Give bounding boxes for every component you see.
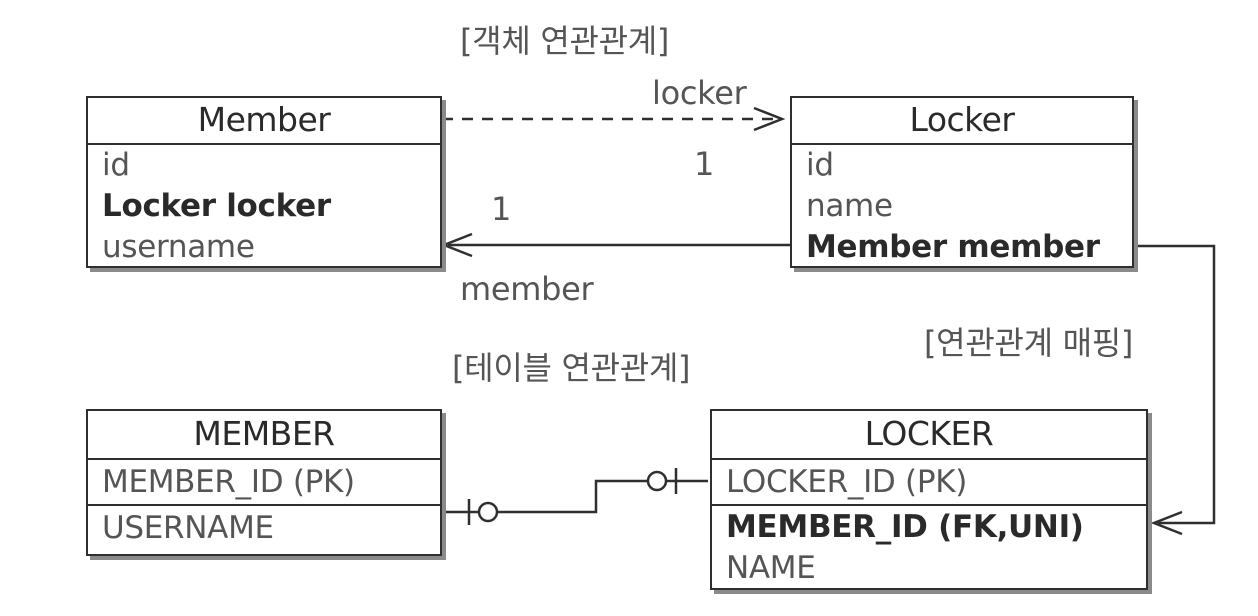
table-relation-title: [테이블 연관관계] <box>452 349 691 387</box>
member-field-id: id <box>102 147 130 183</box>
member-side-circle <box>477 501 499 523</box>
locker-entity-header: Locker <box>792 98 1132 145</box>
locker-field-member: Member member <box>806 229 1100 265</box>
mapping-title: [연관관계 매핑] <box>924 324 1134 362</box>
member-table-header: MEMBER <box>88 411 440 460</box>
mapping-connector-line <box>1136 244 1216 525</box>
member-field-username: username <box>102 229 255 265</box>
member-role-label: member <box>460 270 594 308</box>
locker-field-id: id <box>806 147 834 183</box>
locker-side-circle <box>646 470 668 492</box>
member-entity-box: Member id Locker locker username <box>86 96 442 268</box>
locker-role-label: locker <box>652 74 747 112</box>
locker-entity-box: Locker id name Member member <box>790 96 1134 268</box>
locker-table-header: LOCKER <box>712 411 1146 460</box>
member-table-pk: MEMBER_ID (PK) <box>88 460 440 506</box>
locker-table-pk: LOCKER_ID (PK) <box>712 460 1146 506</box>
locker-arrowhead <box>753 106 786 132</box>
multiplicity-member-side: 1 <box>491 190 512 228</box>
locker-field-name: name <box>806 188 893 224</box>
member-field-locker: Locker locker <box>102 188 331 224</box>
mapping-arrowhead <box>1150 510 1183 536</box>
member-arrowhead <box>440 232 473 258</box>
member-entity-header: Member <box>88 98 440 145</box>
multiplicity-locker-side: 1 <box>694 145 715 183</box>
locker-table-box: LOCKER LOCKER_ID (PK) MEMBER_ID (FK,UNI)… <box>710 409 1148 590</box>
locker-table-name: NAME <box>726 550 816 586</box>
object-relation-title: [객체 연관관계] <box>460 22 670 60</box>
locker-table-fk: MEMBER_ID (FK,UNI) <box>726 509 1084 545</box>
member-table-box: MEMBER MEMBER_ID (PK) USERNAME <box>86 409 442 556</box>
member-table-username: USERNAME <box>102 510 274 546</box>
